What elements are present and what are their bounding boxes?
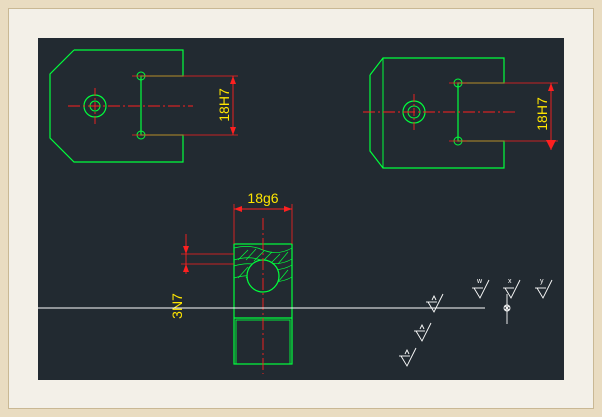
left-view: 18H7 [49,49,238,163]
drawing-canvas: 18H7 18H7 [38,38,564,380]
roughness-symbols [38,279,553,367]
bottom-view-width-label: 18g6 [247,190,278,206]
bottom-view: 18g6 3N7 [169,190,293,374]
roughness-symbol-3 [399,347,417,367]
roughness-symbol-2 [414,322,432,342]
right-view: 18H7 [363,57,558,169]
crosshair-symbol [38,294,511,324]
right-view-dimension-label: 18H7 [534,97,550,131]
roughness-symbol-1 [426,293,444,313]
roughness-symbol-w [472,279,490,299]
roughness-letter-w: w [476,278,483,285]
roughness-letter-y: y [540,278,544,285]
roughness-letter-x: x [508,278,512,285]
roughness-symbol-y [535,279,553,299]
left-view-dimension-label: 18H7 [216,88,232,122]
bottom-view-height-label: 3N7 [169,293,185,319]
roughness-symbol-x [503,279,521,299]
cad-drawing: 18H7 18H7 [38,38,564,380]
